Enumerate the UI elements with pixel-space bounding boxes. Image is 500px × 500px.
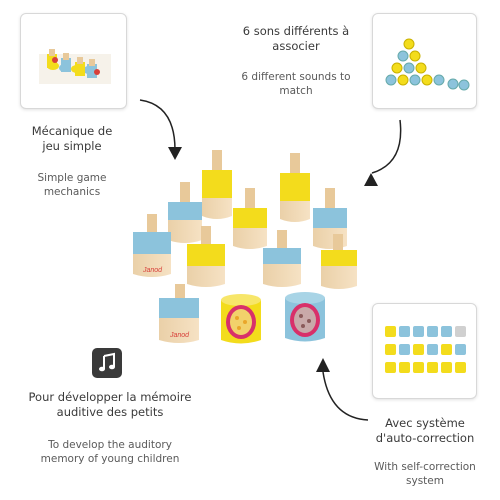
shaker-open-yellow — [221, 294, 261, 344]
shaker-blue-mid — [263, 230, 301, 287]
feature-2-subtitle: 6 different sounds to match — [241, 71, 351, 97]
shaker-blue-upper-left — [168, 182, 202, 243]
shaker-yellow-mid-left — [187, 226, 225, 287]
shaker-blue-right — [313, 188, 347, 249]
arrow-top-right — [364, 119, 402, 186]
brand-logo-1: Janod — [142, 267, 163, 274]
feature-1-subtitle: Simple game mechanics — [37, 172, 107, 198]
feature-3-subtitle: To develop the auditory memory of young … — [40, 439, 180, 465]
shaker-yellow-back-right — [280, 153, 310, 222]
game-photo-thumbnail — [39, 49, 111, 84]
arrow-bottom-right — [316, 358, 369, 421]
feature-3-title: Pour développer la mémoire auditive des … — [28, 390, 192, 419]
photo-box-top-left — [20, 13, 127, 109]
photo-box-top-right — [372, 13, 477, 109]
brand-logo-2: Janod — [169, 332, 190, 339]
shaker-blue-front-left: Janod — [159, 284, 199, 343]
shaker-blue-far-left: Janod — [133, 214, 171, 277]
arrow-top-left — [139, 99, 182, 160]
shaker-yellow-mid-right — [321, 234, 357, 289]
pyramid-photo-thumbnail — [385, 38, 470, 91]
feature-4-subtitle: With self-correction system — [374, 461, 476, 487]
shaker-yellow-back-left — [202, 150, 232, 219]
shaker-open-blue — [285, 292, 325, 342]
feature-4-title: Avec système d'auto-correction — [375, 416, 475, 445]
music-note-icon — [92, 348, 122, 378]
shaker-yellow-center — [233, 188, 267, 249]
photo-box-bottom-right — [372, 303, 477, 399]
feature-2-title: 6 sons différents à associer — [242, 24, 350, 53]
product-illustration: Janod Janod — [133, 150, 357, 344]
feature-1-title: Mécanique de jeu simple — [31, 124, 113, 153]
rows-photo-thumbnail — [385, 326, 466, 373]
